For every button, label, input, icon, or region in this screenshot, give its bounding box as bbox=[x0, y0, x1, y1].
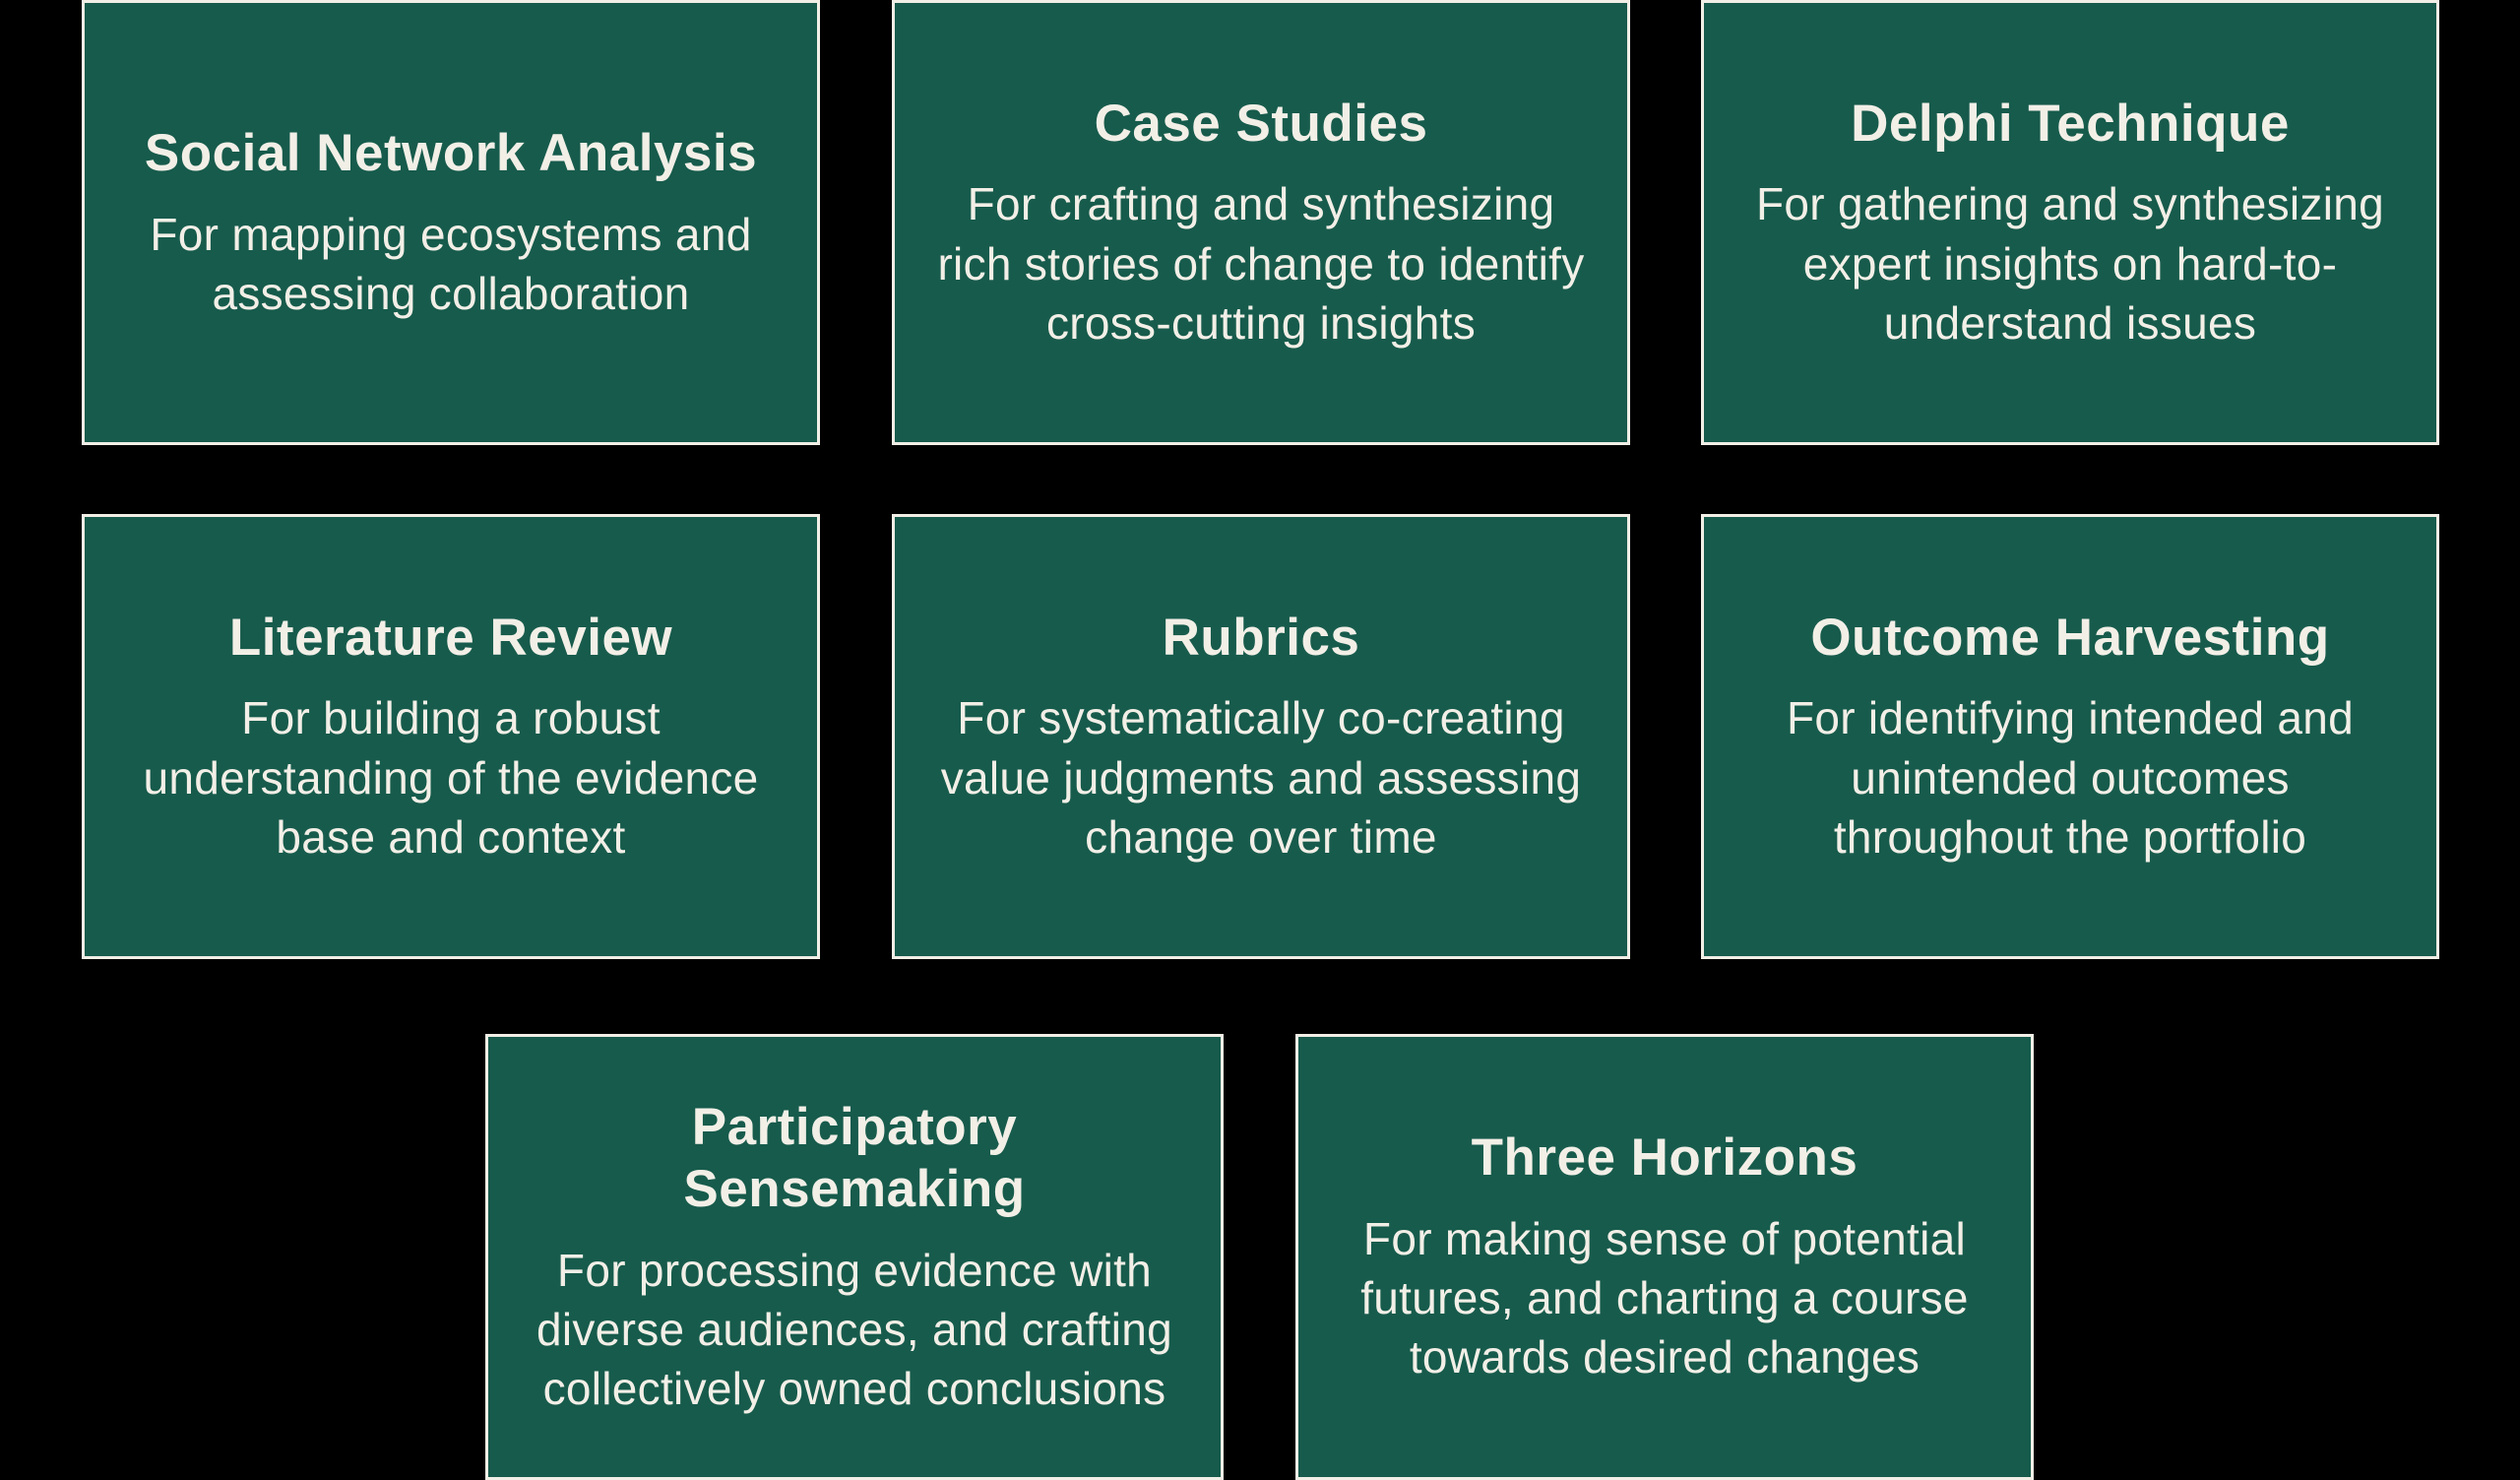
card-title: Outcome Harvesting bbox=[1810, 608, 2330, 667]
card-description: For gathering and synthesizing expert in… bbox=[1755, 178, 2385, 349]
card-title: Social Network Analysis bbox=[144, 123, 758, 182]
card-delphi-technique: Delphi Technique For gathering and synth… bbox=[1701, 0, 2439, 445]
card-rubrics: Rubrics For systematically co-creating v… bbox=[892, 514, 1630, 959]
card-title: Rubrics bbox=[1162, 608, 1360, 667]
card-description: For systematically co-creating value jud… bbox=[940, 692, 1582, 863]
card-title: Delphi Technique bbox=[1851, 94, 2290, 153]
card-description: For making sense of potential futures, a… bbox=[1360, 1212, 1969, 1383]
card-title: Case Studies bbox=[1094, 94, 1428, 153]
card-description: For identifying intended and unintended … bbox=[1786, 692, 2355, 863]
card-title: Three Horizons bbox=[1471, 1128, 1858, 1188]
card-title: Participatory Sensemaking bbox=[683, 1097, 1026, 1219]
card-social-network-analysis: Social Network Analysis For mapping ecos… bbox=[82, 0, 820, 445]
card-literature-review: Literature Review For building a robust … bbox=[82, 514, 820, 959]
card-description: For crafting and synthesizing rich stori… bbox=[937, 178, 1585, 349]
card-outcome-harvesting: Outcome Harvesting For identifying inten… bbox=[1701, 514, 2439, 959]
card-three-horizons: Three Horizons For making sense of poten… bbox=[1295, 1034, 2034, 1480]
card-title: Literature Review bbox=[228, 608, 673, 667]
card-description: For building a robust understanding of t… bbox=[143, 692, 759, 863]
card-description: For mapping ecosystems and assessing col… bbox=[150, 208, 752, 319]
card-participatory-sensemaking: Participatory Sensemaking For processing… bbox=[485, 1034, 1224, 1480]
card-case-studies: Case Studies For crafting and synthesizi… bbox=[892, 0, 1630, 445]
card-description: For processing evidence with diverse aud… bbox=[536, 1244, 1173, 1415]
